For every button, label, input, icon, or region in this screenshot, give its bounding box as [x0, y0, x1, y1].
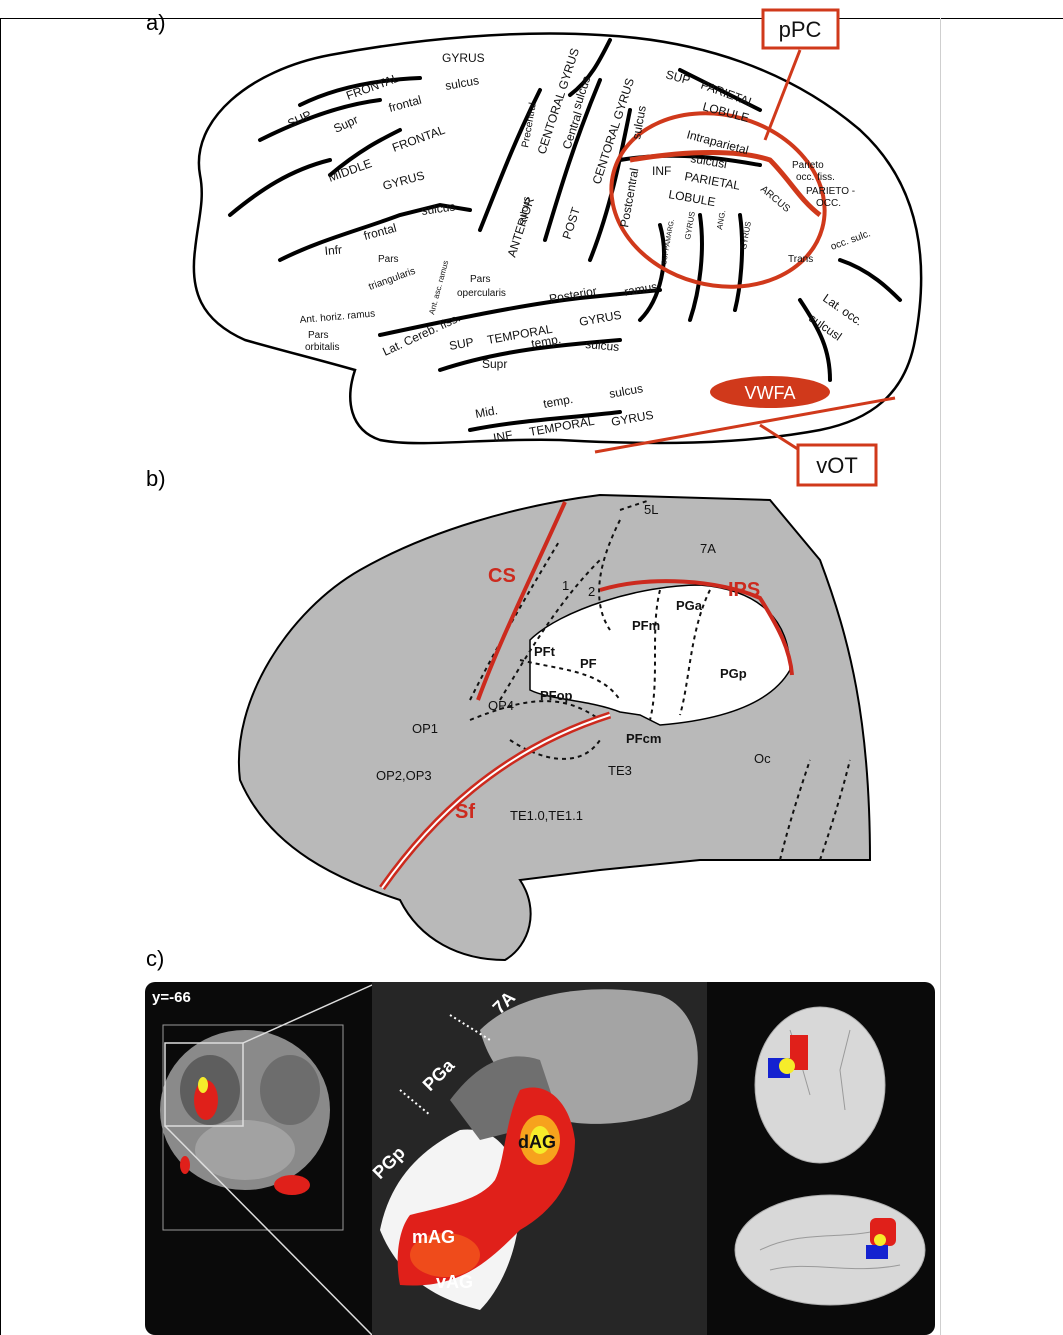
label-gyrus: GYRUS	[442, 51, 485, 65]
ppc-callout-text: pPC	[779, 17, 822, 42]
panel-b-brain	[239, 495, 870, 960]
label-7a: 7A	[700, 541, 716, 556]
label-opercularis: opercularis	[457, 288, 506, 299]
vwfa-label: VWFA	[744, 383, 795, 403]
label-ips: IPS	[728, 579, 760, 601]
label-pga: PGa	[676, 598, 703, 613]
label-dag: dAG	[518, 1132, 556, 1152]
label-pft: PFt	[534, 644, 556, 659]
label-pfm: PFm	[632, 618, 660, 633]
label-2: 2	[588, 584, 595, 599]
label-op1: OP1	[412, 721, 438, 736]
label-pgp: PGp	[720, 666, 747, 681]
label-pars-a: Pars	[378, 254, 399, 265]
panel-c: y=-66	[145, 982, 935, 1335]
label-orbitalis: orbitalis	[305, 342, 339, 353]
label-op4: OP4	[488, 698, 514, 713]
panel-a: pPC VWFA vOT GYRUS SUP FRONTAL Supr fron…	[194, 10, 921, 485]
label-inf: INF	[652, 164, 671, 178]
label-1: 1	[562, 578, 569, 593]
label-temp-sulcus: sulcus	[585, 337, 620, 354]
label-pfop: PFop	[540, 688, 573, 703]
label-oc: Oc	[754, 751, 771, 766]
label-te3: TE3	[608, 763, 632, 778]
label-supr-temp: Supr	[482, 357, 507, 371]
vot-callout-text: vOT	[816, 453, 858, 478]
label-5l: 5L	[644, 502, 658, 517]
label-parieto: Parieto	[792, 160, 824, 171]
label-pf: PF	[580, 656, 597, 671]
panel-b: CS IPS Sf 5L 7A 1 2 PGa PFm PFt PF PGp P…	[239, 495, 870, 960]
label-trans: Trans	[788, 254, 813, 265]
label-infr: Infr	[324, 243, 342, 258]
label-sf: Sf	[455, 801, 475, 823]
label-inf-temporal: INF	[492, 428, 513, 445]
label-vag: vAG	[436, 1272, 473, 1292]
label-parieto-occ: PARIETO -	[806, 186, 855, 197]
label-te1: TE1.0,TE1.1	[510, 808, 583, 823]
label-cs: CS	[488, 565, 516, 587]
slice-label: y=-66	[152, 989, 191, 1006]
label-pars-c: Pars	[308, 330, 329, 341]
zoomed-ag: 7A PGa PGp dAG mAG vAG	[369, 982, 707, 1335]
label-op2-op3: OP2,OP3	[376, 768, 432, 783]
label-occ: OCC.	[816, 198, 841, 209]
label-pfcm: PFcm	[626, 731, 661, 746]
label-mag: mAG	[412, 1227, 455, 1247]
label-occ-fiss: occ. fiss.	[796, 172, 835, 183]
label-pars-b: Pars	[470, 274, 491, 285]
